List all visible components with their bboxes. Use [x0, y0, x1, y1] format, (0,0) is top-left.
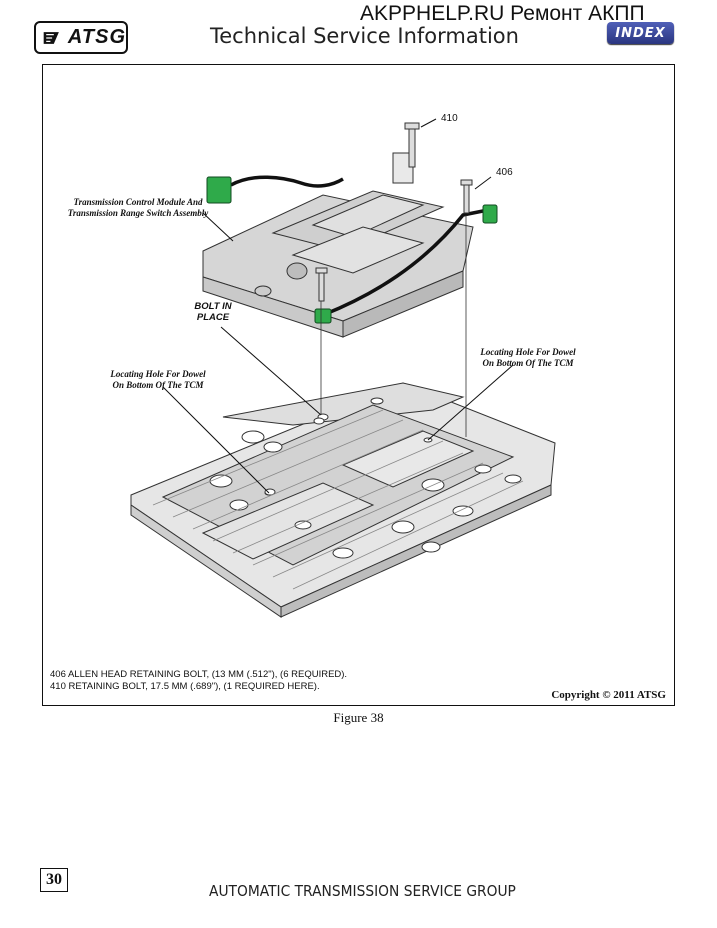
parts-legend: 406 ALLEN HEAD RETAINING BOLT, (13 MM (.…: [50, 669, 347, 693]
callout-406: 406: [496, 167, 513, 178]
dowel-hole-label-right: Locating Hole For Dowel On Bottom Of The…: [480, 347, 576, 368]
alignment-lines: [320, 215, 467, 437]
callout-410: 410: [441, 113, 458, 124]
wire-harness: [230, 175, 484, 317]
flag-icon: [43, 31, 59, 44]
bolt-in-place-label: BOLT IN PLACE: [194, 301, 232, 323]
index-button[interactable]: INDEX: [607, 22, 674, 44]
tcm-assembly: [202, 152, 474, 338]
figure-frame: 410 406 Transmission Control Module And …: [42, 64, 675, 706]
legend-item-406: 406 ALLEN HEAD RETAINING BOLT, (13 MM (.…: [50, 669, 348, 680]
copyright: Copyright © 2011 ATSG: [551, 689, 666, 701]
footer-org-name: AUTOMATIC TRANSMISSION SERVICE GROUP: [209, 882, 516, 900]
site-title: AKPPHELP.RU Ремонт АКПП: [360, 2, 645, 25]
logo-text: ATSG: [67, 26, 126, 48]
green-connectors: [206, 176, 498, 324]
tcm-label: Transmission Control Module And Transmis…: [67, 197, 209, 218]
figure-caption: Figure 38: [333, 710, 384, 725]
bolts: [315, 122, 473, 302]
valve-body-illustration: [130, 118, 556, 618]
atsg-logo: ATSG: [34, 21, 128, 54]
page-number: 30: [40, 868, 68, 892]
legend-item-410: 410 RETAINING BOLT, 17.5 MM (.689"), (1 …: [50, 681, 320, 692]
document-title: Technical Service Information: [210, 24, 519, 48]
leader-lines: [162, 118, 514, 494]
dowel-hole-label-left: Locating Hole For Dowel On Bottom Of The…: [110, 369, 206, 390]
valve-body-channels: [152, 409, 524, 590]
